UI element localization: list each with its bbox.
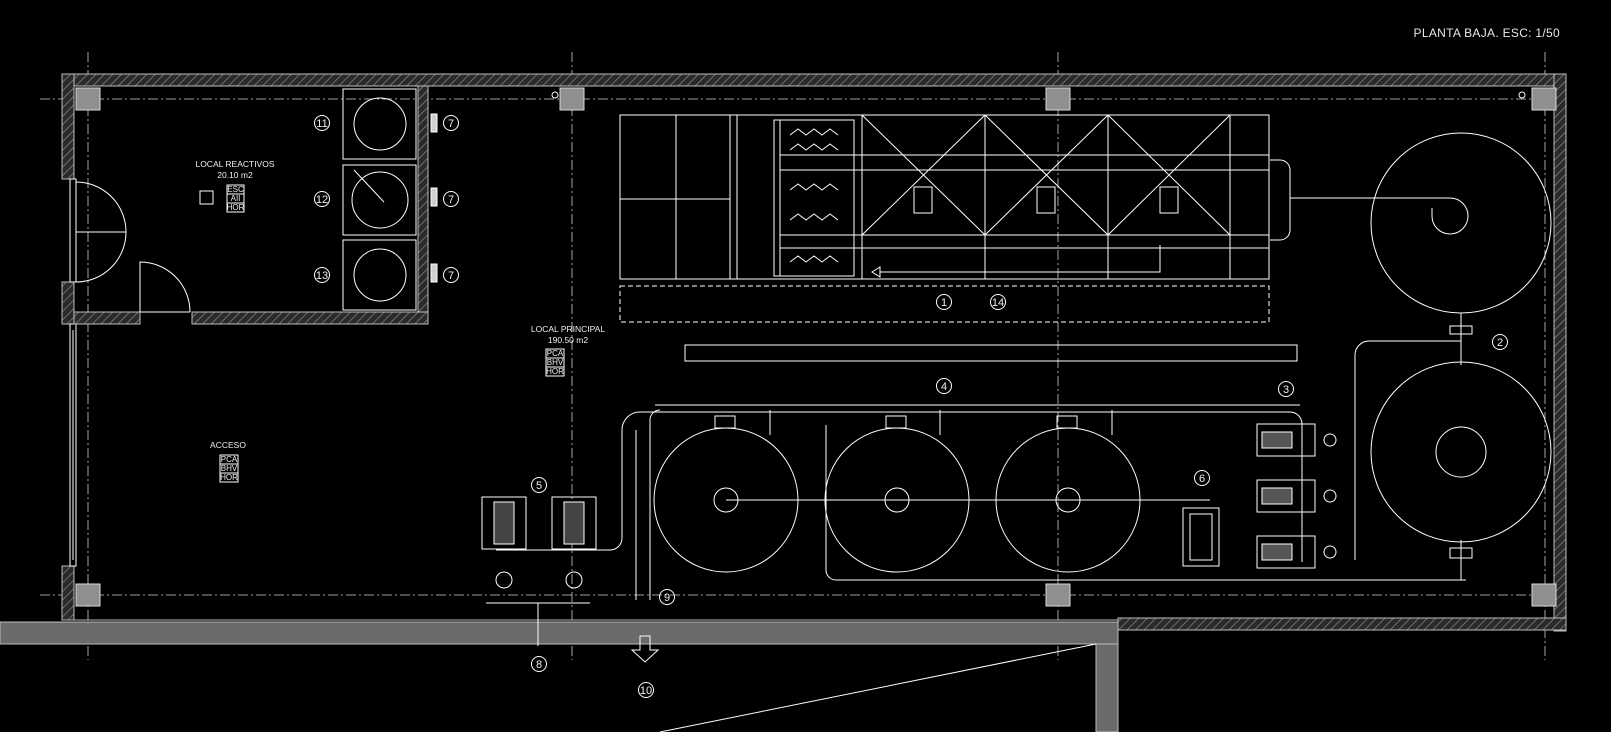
marker-11: 11	[316, 118, 327, 130]
principal-name: LOCAL PRINCIPAL	[531, 324, 605, 334]
marker-5: 5	[536, 480, 542, 492]
left-openings	[69, 178, 127, 567]
axis-markers	[551, 91, 1526, 99]
backwash-pumps	[1256, 423, 1337, 569]
marker-7c: 7	[448, 270, 454, 282]
drawing-title: PLANTA BAJA. ESC: 1/50	[1413, 26, 1560, 40]
marker-9: 9	[664, 592, 670, 604]
principal-tag-3: HOR	[546, 367, 564, 376]
chemical-tanks	[342, 88, 417, 311]
marker-8: 8	[536, 659, 542, 671]
feed-pumps	[481, 496, 623, 646]
principal-area: 190.50 m2	[548, 335, 588, 345]
marker-6: 6	[1199, 473, 1205, 485]
marker-4: 4	[941, 381, 947, 393]
marker-12: 12	[316, 194, 328, 206]
collector-bar	[684, 344, 1298, 362]
principal-tag-1: PCA	[547, 349, 564, 358]
acceso-tag-2: BHV	[221, 464, 238, 473]
outlet-arrow	[630, 635, 660, 663]
reactivos-tag-1: ESC	[227, 185, 244, 194]
marker-7a: 7	[448, 118, 454, 130]
principal-tag-2: BHV	[547, 358, 564, 367]
exterior-slab	[0, 621, 1119, 732]
settling-tank	[619, 114, 1430, 323]
reactivos-door	[139, 261, 191, 313]
acceso-tags	[219, 454, 239, 483]
acceso-tag-3: HOR	[220, 473, 238, 482]
reactivos-tag-3: HOR	[227, 203, 245, 212]
marker-10: 10	[640, 685, 652, 697]
principal-tags	[545, 348, 565, 377]
reactivos-area: 20.10 m2	[217, 170, 253, 180]
dosing-pumps	[430, 113, 438, 283]
columns	[75, 87, 1557, 607]
axis-grid	[40, 52, 1546, 660]
reactivos-name: LOCAL REACTIVOS	[195, 159, 274, 169]
reactivos-tag-2: AII	[231, 194, 241, 203]
reactivos-walls	[73, 85, 429, 325]
marker-14: 14	[992, 297, 1004, 309]
blower	[1182, 507, 1220, 567]
reactivos-tags	[226, 184, 245, 213]
marker-7b: 7	[448, 194, 454, 206]
marker-13: 13	[316, 270, 328, 282]
storage-tanks	[1354, 132, 1552, 580]
marker-circles	[314, 115, 1508, 698]
hydrant-box	[199, 190, 214, 205]
marker-3: 3	[1283, 384, 1289, 396]
acceso-tag-1: PCA	[221, 455, 238, 464]
acceso-name: ACCESO	[210, 440, 246, 450]
filter-tanks	[621, 404, 1466, 600]
marker-2: 2	[1497, 337, 1503, 349]
outer-walls	[61, 73, 1567, 632]
marker-1: 1	[941, 297, 947, 309]
